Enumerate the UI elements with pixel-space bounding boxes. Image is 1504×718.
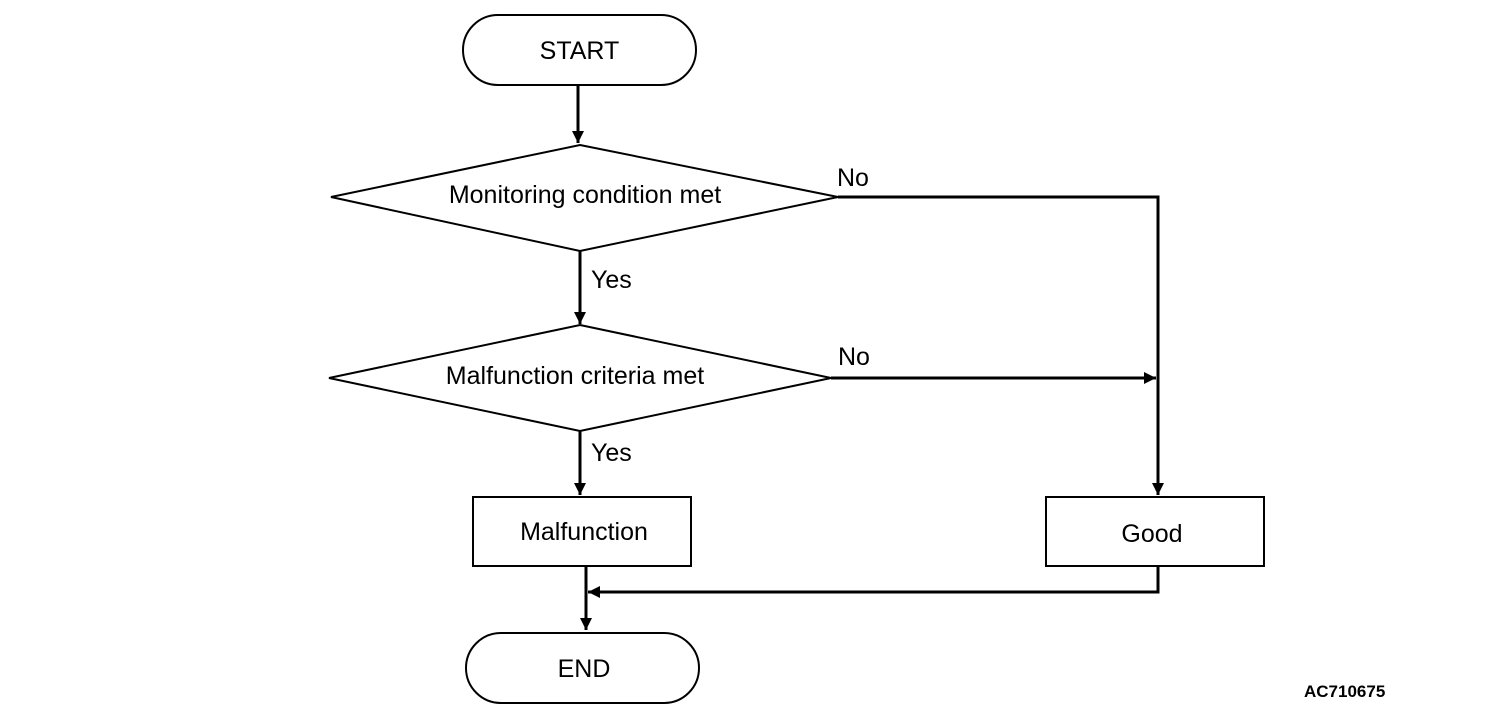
malfunction-label: Malfunction xyxy=(520,518,648,546)
monitoring-label: Monitoring condition met xyxy=(449,181,721,209)
node-good: Good xyxy=(1045,496,1265,567)
monitoring-no-label: No xyxy=(837,164,869,192)
good-label: Good xyxy=(1121,520,1182,548)
criteria-label: Malfunction criteria met xyxy=(446,362,704,390)
edge-monitoring-no xyxy=(838,195,1164,495)
start-terminal-shape xyxy=(462,14,697,86)
monitoring-yes-label: Yes xyxy=(591,266,632,294)
node-end: END xyxy=(465,632,700,704)
monitoring-decision-shape xyxy=(330,143,839,253)
criteria-yes-label: Yes xyxy=(591,439,632,467)
edges xyxy=(572,85,1164,630)
end-label: END xyxy=(558,655,611,683)
node-malfunction-criteria: Malfunction criteria met xyxy=(328,323,832,433)
node-malfunction: Malfunction xyxy=(472,496,692,567)
good-process-shape xyxy=(1045,496,1265,567)
criteria-no-label: No xyxy=(838,343,870,371)
start-label: START xyxy=(540,37,620,65)
node-monitoring-condition: Monitoring condition met xyxy=(330,143,839,253)
malfunction-process-shape xyxy=(472,496,692,567)
node-start: START xyxy=(462,14,697,86)
figure-id: AC710675 xyxy=(1304,682,1385,701)
edge-good-to-end xyxy=(588,566,1160,598)
criteria-decision-shape xyxy=(328,323,832,433)
end-terminal-shape xyxy=(465,632,700,704)
